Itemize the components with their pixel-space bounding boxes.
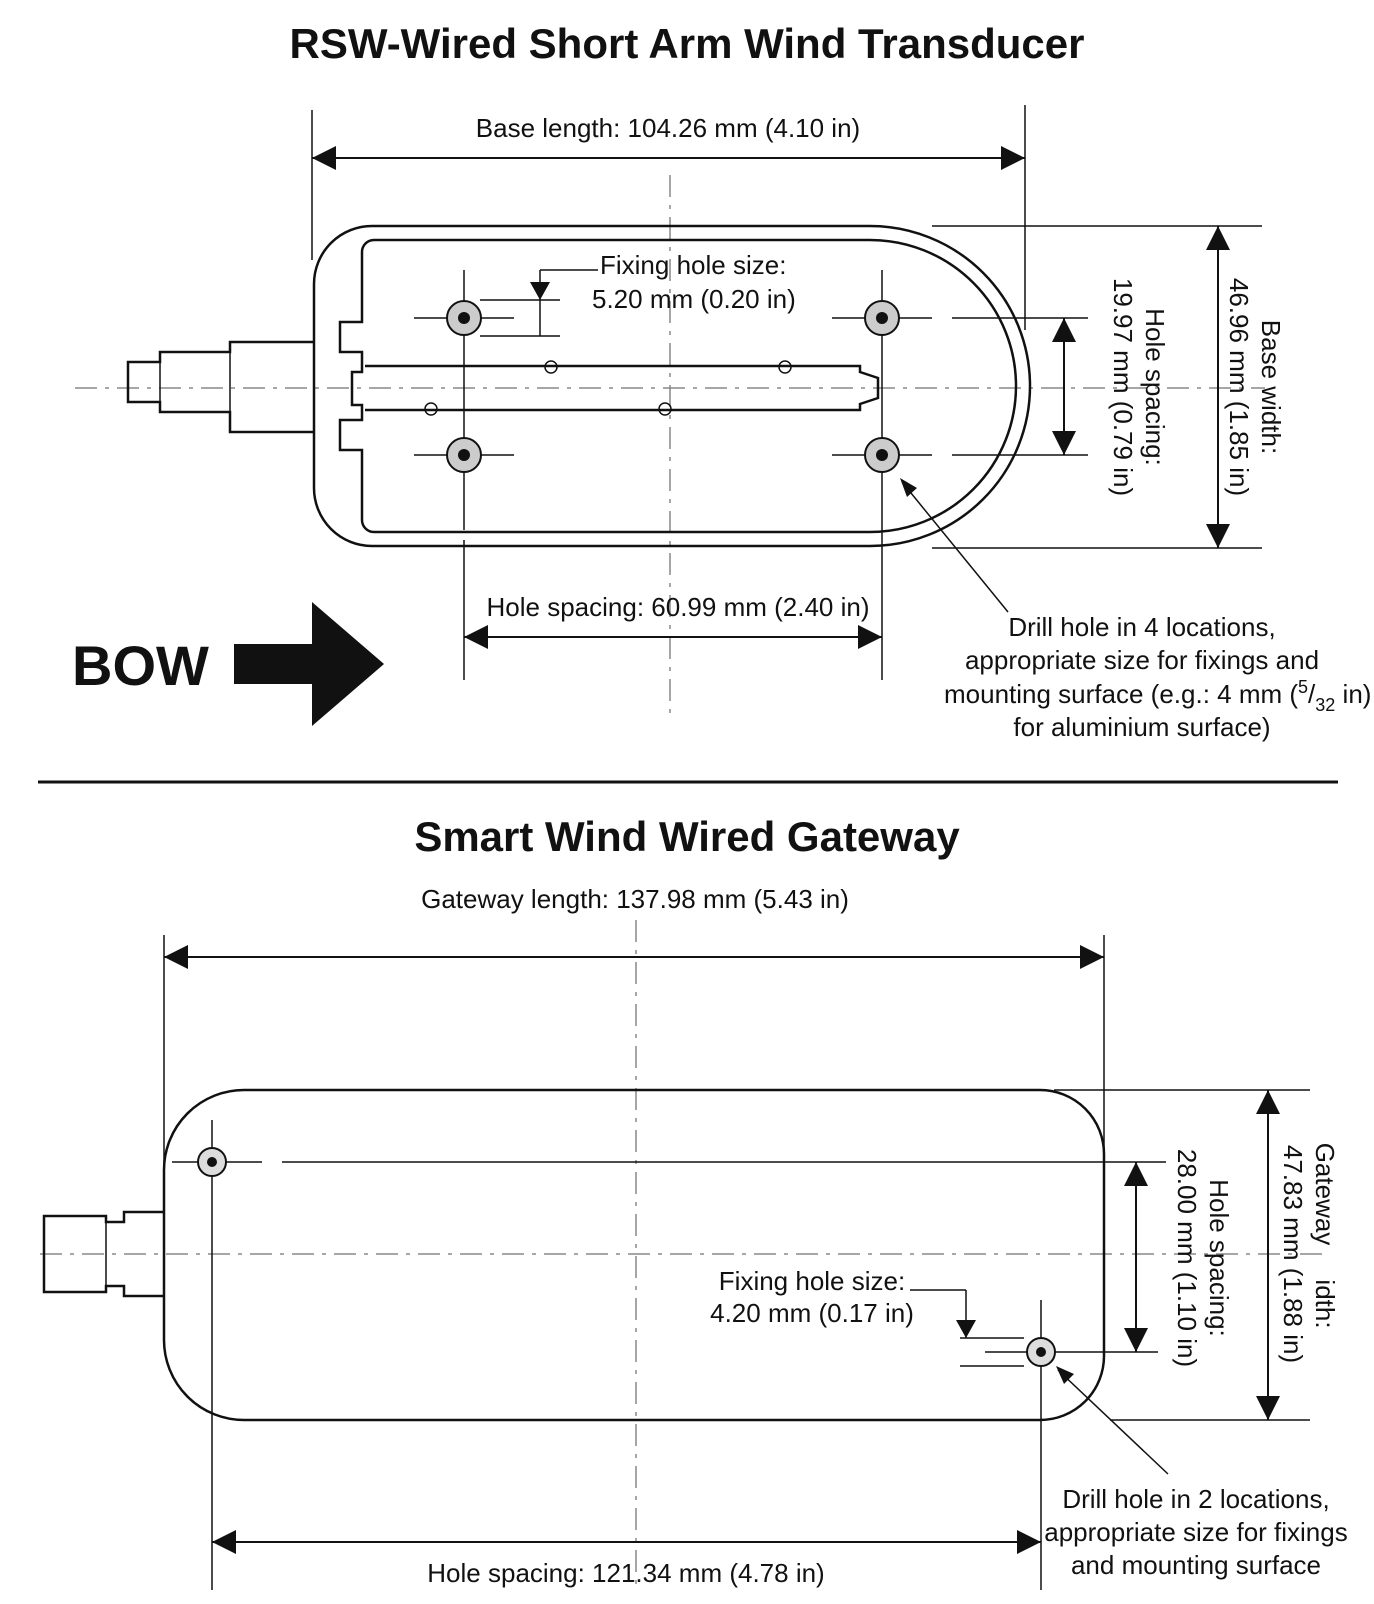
gateway-fixing-hole-center-icon bbox=[207, 1157, 217, 1167]
gateway-drill-label-2: appropriate size for fixings bbox=[1044, 1517, 1347, 1547]
drill-label-4: for aluminium surface) bbox=[1013, 712, 1270, 742]
gateway-drill-leader-arrow bbox=[1056, 1366, 1074, 1384]
hole-spacing-v-label-1: Hole spacing: bbox=[1140, 308, 1170, 466]
drill-leader bbox=[901, 481, 1009, 613]
gateway-fixing-hole-label-2: 4.20 mm (0.17 in) bbox=[710, 1298, 914, 1328]
drill-label-3b: in) bbox=[1335, 679, 1371, 709]
transducer-title: RSW-Wired Short Arm Wind Transducer bbox=[290, 20, 1085, 67]
gateway-width-arrow-top bbox=[1256, 1090, 1280, 1114]
base-width-label-2: 46.96 mm (1.85 in) bbox=[1224, 278, 1254, 496]
hole-spacing-v-label-group: Hole spacing: 19.97 mm (0.79 in) bbox=[1108, 278, 1170, 496]
arm-notch-icon bbox=[778, 360, 792, 374]
drill-label-1: Drill hole in 4 locations, bbox=[1008, 612, 1275, 642]
base-width-arrow-bottom bbox=[1206, 524, 1230, 548]
gateway-width-label-1b: idth: bbox=[1310, 1279, 1340, 1328]
arm-notch-icon bbox=[424, 402, 438, 416]
hole-spacing-v-arrow-bottom bbox=[1052, 431, 1076, 455]
drill-leader-arrow bbox=[900, 478, 917, 497]
hole-spacing-v-label-2: 19.97 mm (0.79 in) bbox=[1108, 278, 1138, 496]
hole-spacing-v-arrow-top bbox=[1052, 318, 1076, 342]
gateway-length-arrow-left bbox=[164, 945, 188, 969]
bow-label: BOW bbox=[72, 634, 209, 697]
drill-label-3-sub: 32 bbox=[1315, 695, 1335, 715]
gateway-fixing-hole-label-1: Fixing hole size: bbox=[719, 1266, 905, 1296]
gateway-width-label-1: Gateway bbox=[1310, 1143, 1340, 1246]
gateway-drill-leader bbox=[1057, 1369, 1169, 1475]
fixing-hole-center-icon bbox=[458, 312, 470, 324]
transducer-drawing: Base length: 104.26 mm (4.10 in) bbox=[72, 105, 1371, 742]
hole-spacing-h-arrow-left bbox=[464, 625, 488, 649]
gateway-hole-spacing-v-arrow-bottom bbox=[1124, 1328, 1148, 1352]
gateway-hole-spacing-v-label-group: Hole spacing: 28.00 mm (1.10 in) bbox=[1172, 1149, 1234, 1367]
base-width-arrow-top bbox=[1206, 226, 1230, 250]
fixing-hole-arrow bbox=[530, 282, 550, 300]
drill-label-3a: mounting surface (e.g.: 4 mm ( bbox=[944, 679, 1298, 709]
gateway-length-arrow-right bbox=[1080, 945, 1104, 969]
gateway-body-outline bbox=[162, 1088, 1106, 1422]
gateway-fixing-hole-arrow bbox=[956, 1320, 976, 1338]
transducer-inner-outline bbox=[338, 238, 1018, 534]
bow-arrow-icon bbox=[234, 602, 384, 726]
transducer-cable-connector bbox=[126, 340, 314, 434]
fixing-hole-center-icon bbox=[876, 449, 888, 461]
drill-label-3: mounting surface (e.g.: 4 mm (5/32 in) bbox=[944, 677, 1371, 715]
gateway-hole-spacing-v-arrow-top bbox=[1124, 1162, 1148, 1186]
transducer-base-outline bbox=[312, 224, 1032, 548]
fixing-hole-label-1: Fixing hole size: bbox=[600, 250, 786, 280]
base-length-arrow-right bbox=[1001, 146, 1025, 170]
gateway-length-label: Gateway length: 137.98 mm (5.43 in) bbox=[421, 884, 849, 914]
gateway-width-arrow-bottom bbox=[1256, 1396, 1280, 1420]
gateway-hole-spacing-h-arrow-left bbox=[212, 1530, 236, 1554]
hole-spacing-h-label: Hole spacing: 60.99 mm (2.40 in) bbox=[487, 592, 870, 622]
base-length-label: Base length: 104.26 mm (4.10 in) bbox=[476, 113, 860, 143]
drill-label-2: appropriate size for fixings and bbox=[965, 645, 1319, 675]
gateway-hole-spacing-h-label: Hole spacing: 121.34 mm (4.78 in) bbox=[427, 1558, 824, 1588]
fixing-hole-center-icon bbox=[876, 312, 888, 324]
gateway-drill-label-3: and mounting surface bbox=[1071, 1550, 1321, 1580]
arm-notch-icon bbox=[544, 360, 558, 374]
hole-spacing-h-arrow-right bbox=[858, 625, 882, 649]
arm-notch-icon bbox=[658, 402, 672, 416]
drill-label-3-slash: / bbox=[1308, 679, 1316, 709]
fixing-hole-center-icon bbox=[458, 449, 470, 461]
base-length-arrow-left bbox=[312, 146, 336, 170]
gateway-title: Smart Wind Wired Gateway bbox=[414, 813, 960, 860]
gateway-hole-spacing-h-arrow-right bbox=[1017, 1530, 1041, 1554]
gateway-drill-label-1: Drill hole in 2 locations, bbox=[1062, 1484, 1329, 1514]
gateway-width-label-group: Gateway idth: 47.83 mm (1.88 in) bbox=[1278, 1143, 1340, 1363]
gateway-fixing-hole-center-icon bbox=[1036, 1347, 1046, 1357]
gateway-hole-spacing-v-label-2: 28.00 mm (1.10 in) bbox=[1172, 1149, 1202, 1367]
gateway-drawing: Gateway length: 137.98 mm (5.43 in) Fixi… bbox=[40, 884, 1348, 1590]
base-width-label-group: Base width: 46.96 mm (1.85 in) bbox=[1224, 278, 1286, 496]
transducer-arm bbox=[365, 364, 880, 412]
gateway-width-label-2: 47.83 mm (1.88 in) bbox=[1278, 1145, 1308, 1363]
fixing-hole-label-2: 5.20 mm (0.20 in) bbox=[592, 284, 796, 314]
base-width-label-1: Base width: bbox=[1256, 320, 1286, 454]
gateway-hole-spacing-v-label-1: Hole spacing: bbox=[1204, 1179, 1234, 1337]
gateway-cable-connector bbox=[42, 1210, 164, 1298]
drill-label-3-sup: 5 bbox=[1298, 677, 1308, 697]
